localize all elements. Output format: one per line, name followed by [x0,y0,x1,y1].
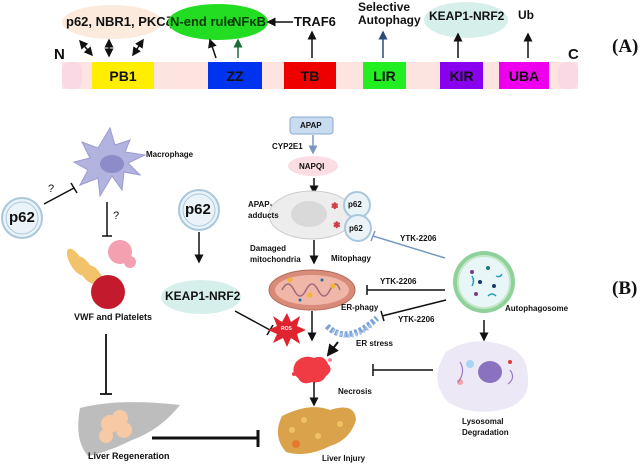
inhibit-ytk-p62 [372,235,446,259]
domain-uba-label: UBA [508,67,540,84]
liver-injury-icon [277,407,356,454]
necrosis-label: Necrosis [338,387,372,396]
napqi-ellipse [288,156,338,176]
question-mark-2: ? [113,210,120,222]
n-terminus-label: N [54,46,65,63]
liver-regeneration-icon [78,402,180,456]
autophagosome-icon [453,251,515,313]
er-icon [324,315,380,338]
vwf-platelets-icon [66,240,136,309]
kir-partners-ellipse [424,2,508,38]
apap-adducts-label-1: APAP- [248,200,273,209]
vwf-platelets-label: VWF and Platelets [74,312,153,322]
lysosome-icon [437,341,529,412]
lysosomal-label-2: Degradation [462,428,509,437]
c-terminus-label: C [568,46,579,63]
domain-pb1-label: PB1 [109,67,137,84]
nfkb-label: NFκB [232,14,266,29]
domain-pb1: PB1 [92,62,154,89]
selective-autophagy-label-2: Autophagy [358,13,421,27]
inhibit-p62-macrophage [43,187,75,205]
p62-left-label: p62 [9,209,35,226]
inhibit-ytk-er-phagy [381,299,447,317]
lysosomal-label-1: Lysosomal [462,417,504,426]
domain-kir: KIR [440,62,483,89]
apap-label: APAP [300,121,322,130]
pb1-partners-ellipse [62,5,162,39]
n-end-rule-label: N-end rule [170,14,235,29]
damaged-mito-label-1: Damaged [250,244,287,253]
liver-injury-label: Liver Injury [322,454,366,463]
domain-zz: ZZ [208,62,262,89]
panel-b-label: (B) [612,278,638,299]
panel-a-arrows [79,17,533,59]
zz-partners-ellipse [168,4,268,40]
ytk-2206-label-3: YTK-2206 [398,315,435,324]
p62-mid-label: p62 [185,201,211,218]
domain-uba: UBA [499,62,549,89]
necrosis-icon [292,356,332,384]
domain-lir-label: LIR [373,67,396,84]
domain-kir-label: KIR [449,67,474,84]
ub-label: Ub [518,8,534,22]
mitophagy-label: Mitophagy [331,254,371,263]
ytk-2206-label-1: YTK-2206 [400,234,437,243]
selective-autophagy-label-1: Selective [358,0,411,14]
er-phagy-label: ER-phagy [341,303,379,312]
liver-regeneration-label: Liver Regeneration [88,451,170,461]
hepatocyte-icon: ❃ ❃ [268,190,356,240]
ytk-2206-label-2: YTK-2206 [380,277,417,286]
p62-bubble-b [344,214,372,242]
keap1-nrf2-top-label: KEAP1-NRF2 [429,9,505,23]
arrow-zz-n-end [208,38,217,59]
er-stress-label: ER stress [356,339,393,348]
apap-box [289,116,334,135]
c-terminal-cap [558,62,578,89]
keap1-nrf2-label: KEAP1-NRF2 [165,289,241,303]
mitochondria-icon [268,269,356,311]
domain-lir: LIR [363,62,406,89]
ros-burst-icon [268,313,306,347]
macrophage-label: Macrophage [146,150,194,159]
domain-tb-label: TB [300,67,320,84]
domain-zz-label: ZZ [226,67,244,84]
svg-text:❃: ❃ [333,220,341,230]
panel-a-label: (A) [612,36,639,57]
domain-tb: TB [284,62,336,89]
arrow-er-necrosis [326,341,339,357]
arrow-pb1-left [79,39,93,57]
inhibit-keap1-ros [234,310,271,331]
ros-label: ROS [281,326,292,332]
p62-bubble-a-label: p62 [348,200,362,209]
p62-left-circle [1,197,43,239]
n-terminal-cap [62,62,82,89]
apap-adducts-label-2: adducts [248,211,279,220]
damaged-mito-label-2: mitochondria [250,255,301,264]
svg-text:❃: ❃ [331,201,339,211]
arrow-pb1-right [132,38,144,57]
p62-bubble-b-label: p62 [349,224,363,233]
keap1-nrf2-ellipse [161,280,241,314]
p62-mid-circle [178,189,220,231]
napqi-label: NAPQI [299,162,325,171]
question-mark-1: ? [48,183,55,195]
traf6-label: TRAF6 [294,14,336,29]
pb1-partners-label: p62, NBR1, PKCζ [66,14,172,29]
cyp2e1-label: CYP2E1 [272,142,303,151]
autophagosome-label: Autophagosome [505,304,569,313]
macrophage-cell-icon [72,126,147,198]
